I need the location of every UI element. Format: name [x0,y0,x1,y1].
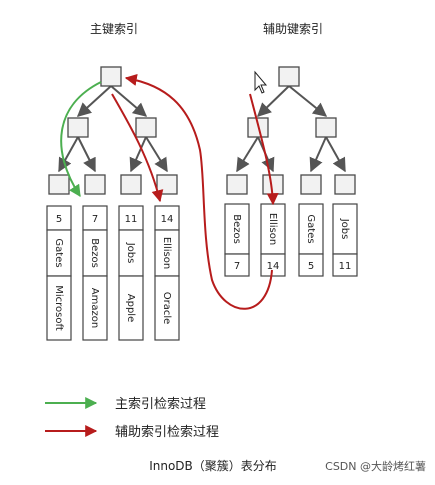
legend-secondary-label: 辅助索引检索过程 [115,425,219,440]
secondary-leaf-node [226,174,248,195]
secondary-leaf-node [334,174,356,195]
record-company: Amazon [89,288,100,328]
record-name: Ellison [267,213,278,245]
legend-primary-label: 主索引检索过程 [115,397,206,412]
record-id: 11 [339,261,352,272]
record-company: Apple [125,294,136,322]
secondary-index-title: 辅助键索引 [263,22,323,36]
record-id: 5 [56,214,62,225]
secondary-tree-path-arrow [249,93,279,206]
record-id: 7 [92,214,98,225]
record-name: Jobs [125,242,136,264]
secondary-internal-node-right [315,117,337,138]
primary-record: 14 Ellison Oracle [154,205,180,341]
record-name: Bezos [231,214,242,244]
primary-record: 7 Bezos Amazon [82,205,108,341]
record-id: 14 [161,214,174,225]
cursor-icon [254,70,268,94]
record-id: 7 [234,261,240,272]
secondary-root-node [278,66,300,87]
secondary-lookup-arrow [124,74,273,310]
record-company: Oracle [161,292,172,325]
secondary-index-tree: Bezos 7 Ellison 14 Gates 5 Jobs 11 [224,66,358,277]
record-name: Jobs [339,218,350,240]
primary-record: 11 Jobs Apple [118,205,144,341]
secondary-leaf-node [300,174,322,195]
record-id: 5 [308,261,314,272]
primary-leaf-node [120,174,142,195]
primary-leaf-node [48,174,70,195]
record-id: 11 [125,214,138,225]
watermark: CSDN @大龄烤红薯 [325,459,426,473]
secondary-record: Ellison 14 [260,203,286,277]
primary-leaf-node [156,174,178,195]
primary-leaf-node [84,174,106,195]
primary-index-tree: 5 Gates Microsoft 7 Bezos Amazon 11 Jobs… [46,66,180,341]
primary-internal-node-left [67,117,89,138]
record-name: Gates [53,238,64,267]
secondary-search-path-arrow [111,93,164,203]
primary-record: 5 Gates Microsoft [46,205,72,341]
secondary-record: Jobs 11 [332,203,358,277]
record-id: 14 [267,261,280,272]
primary-index-title: 主键索引 [90,22,138,36]
record-company: Microsoft [53,285,64,331]
primary-search-path-arrow [60,81,102,198]
record-name: Gates [305,214,316,243]
record-name: Bezos [89,238,100,268]
diagram-caption: InnoDB（聚簇）表分布 [149,458,277,473]
secondary-record: Gates 5 [298,203,324,277]
secondary-record: Bezos 7 [224,203,250,277]
primary-root-node [100,66,122,87]
primary-internal-node-right [135,117,157,138]
legend: 主索引检索过程 辅助索引检索过程 [45,397,219,440]
record-name: Ellison [161,237,172,269]
